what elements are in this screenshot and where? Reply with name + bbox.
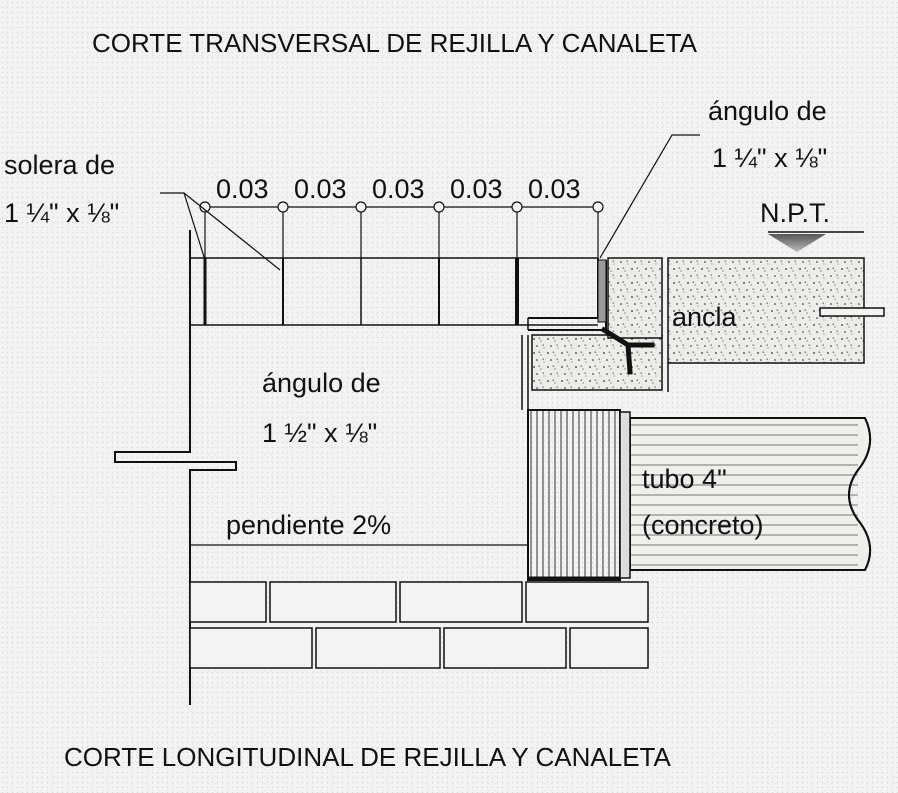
leader-lines [160,134,700,271]
concrete-edge [607,257,663,339]
dimension-label-1: 0.03 [216,174,269,204]
concrete-pipe [527,409,872,581]
npt-label: N.P.T. [760,198,831,228]
tubo-label-line2: (concreto) [642,510,764,540]
dimension-label-2: 0.03 [294,174,347,204]
ancla-label: ancla [672,302,737,332]
dimension-label-3: 0.03 [372,174,425,204]
anchor [600,326,655,375]
angulo-large-line1: ángulo de [262,368,381,398]
angulo-large-line2: 1 ½" x ⅛" [262,418,378,448]
solera-label-line2: 1 ¼" x ⅛" [4,198,120,228]
pendiente-label: pendiente 2% [226,510,392,540]
channel-wall-left [114,230,237,705]
npt-marker [768,231,864,252]
title-bottom: CORTE LONGITUDINAL DE REJILLA Y CANALETA [64,742,671,772]
angulo-small-line2: 1 ¼" x ⅛" [712,143,828,173]
solera-label-line1: solera de [4,150,116,180]
title-top: CORTE TRANSVERSAL DE REJILLA Y CANALETA [92,28,697,58]
dimension-label-5: 0.03 [528,174,581,204]
steel-angle [527,258,607,331]
dowel [819,307,885,317]
dimension-label-4: 0.03 [450,174,503,204]
dimension-line [199,201,604,258]
grating [190,257,598,326]
brick-base [189,581,649,669]
tubo-label-line1: tubo 4" [642,464,727,494]
angulo-small-line1: ángulo de [708,96,827,126]
